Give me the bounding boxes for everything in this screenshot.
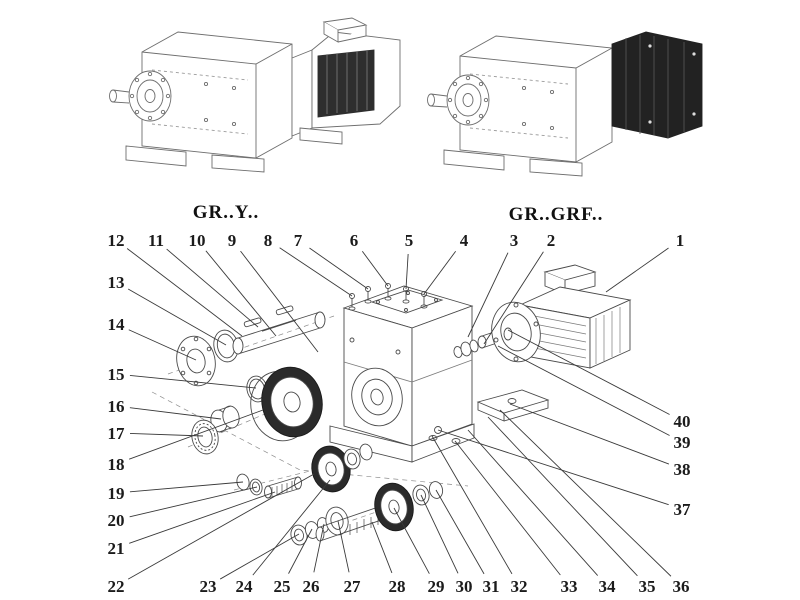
leader-line-part-12	[126, 248, 243, 337]
part-number-9: 9	[228, 231, 237, 250]
part-number-19: 19	[108, 484, 125, 503]
part-number-28: 28	[389, 577, 406, 596]
part-number-18: 18	[108, 455, 125, 474]
leader-line-part-8	[279, 247, 353, 297]
leader-line-part-39	[497, 345, 670, 436]
part-number-15: 15	[108, 365, 125, 384]
leader-line-part-32	[431, 435, 513, 575]
part-number-34: 34	[599, 577, 617, 596]
leader-line-part-33	[454, 440, 561, 576]
part-number-11: 11	[148, 231, 164, 250]
part-number-2: 2	[547, 231, 556, 250]
part-number-16: 16	[108, 397, 125, 416]
leader-line-part-16	[129, 407, 222, 420]
part-number-27: 27	[344, 577, 362, 596]
intermediate-gear-group	[311, 443, 373, 493]
bearing-spacer-group	[191, 405, 240, 455]
part-number-36: 36	[673, 577, 690, 596]
leader-line-part-30	[420, 494, 459, 574]
leader-line-part-7	[309, 247, 369, 290]
leader-line-part-31	[435, 489, 485, 575]
leader-line-part-2	[483, 251, 544, 345]
leader-line-part-35	[487, 416, 638, 577]
leader-line-part-28	[371, 521, 393, 574]
part-number-12: 12	[108, 231, 125, 250]
part-number-23: 23	[200, 577, 217, 596]
part-number-6: 6	[350, 231, 359, 250]
leader-line-part-9	[240, 250, 319, 353]
leader-line-part-26	[313, 523, 325, 573]
leader-line-part-29	[393, 507, 430, 574]
part-number-24: 24	[236, 577, 254, 596]
part-number-17: 17	[108, 424, 126, 443]
leader-line-part-13	[127, 288, 227, 346]
part-number-20: 20	[108, 511, 125, 530]
leader-line-part-14	[128, 329, 197, 361]
part-number-3: 3	[510, 231, 519, 250]
part-number-4: 4	[460, 231, 469, 250]
leader-line-part-6	[361, 250, 389, 287]
leader-line-part-38	[509, 403, 670, 465]
part-number-21: 21	[108, 539, 125, 558]
electric-motor	[491, 264, 632, 369]
part-number-33: 33	[561, 577, 578, 596]
mounting-foot-plate	[476, 389, 550, 422]
part-number-32: 32	[511, 577, 528, 596]
leader-line-part-27	[337, 520, 350, 573]
part-number-22: 22	[108, 577, 125, 596]
leader-line-part-37	[437, 429, 669, 506]
part-number-7: 7	[294, 231, 303, 250]
leader-line-part-19	[129, 481, 244, 493]
leader-line-part-15	[129, 374, 257, 389]
leader-line-part-22	[127, 473, 315, 580]
leader-line-part-1	[605, 247, 669, 293]
cover-bolts	[348, 283, 428, 311]
leader-line-part-17	[129, 433, 204, 437]
part-number-26: 26	[303, 577, 320, 596]
exploded-view	[151, 264, 632, 546]
leader-line-part-21	[129, 491, 276, 544]
leader-line-part-3	[467, 252, 509, 338]
series-label-gr-grf: GR..GRF..	[509, 204, 604, 225]
part-number-38: 38	[674, 460, 691, 479]
gearbox-housing	[329, 285, 475, 463]
part-number-5: 5	[405, 231, 414, 250]
output-gear	[250, 366, 323, 442]
leader-line-part-18	[128, 409, 264, 460]
part-number-35: 35	[639, 577, 656, 596]
part-number-10: 10	[189, 231, 206, 250]
part-number-40: 40	[674, 412, 691, 431]
leader-line-part-40	[507, 329, 670, 415]
leader-line-part-5	[405, 253, 409, 290]
part-number-37: 37	[674, 500, 692, 519]
series-label-gr-y: GR..Y..	[193, 202, 259, 223]
leader-line-part-36	[499, 409, 672, 577]
leader-line-part-25	[288, 528, 313, 574]
leader-line-part-11	[166, 248, 259, 328]
lower-shaft-assembly	[290, 481, 444, 546]
part-number-31: 31	[483, 577, 500, 596]
part-number-8: 8	[264, 231, 273, 250]
part-number-30: 30	[456, 577, 473, 596]
part-number-13: 13	[108, 273, 125, 292]
leader-line-part-4	[423, 250, 457, 295]
part-number-25: 25	[274, 577, 291, 596]
leader-line-part-34	[467, 429, 599, 576]
leader-line-part-20	[129, 486, 258, 518]
leader-line-part-23	[219, 533, 300, 580]
part-number-1: 1	[676, 231, 685, 250]
assembled-reducer-view	[427, 31, 703, 177]
part-number-29: 29	[428, 577, 445, 596]
assembled-gearmotor-view	[109, 17, 401, 173]
part-number-39: 39	[674, 433, 691, 452]
leader-line-part-10	[205, 250, 277, 337]
part-number-14: 14	[108, 315, 126, 334]
leader-line-part-24	[252, 479, 331, 576]
